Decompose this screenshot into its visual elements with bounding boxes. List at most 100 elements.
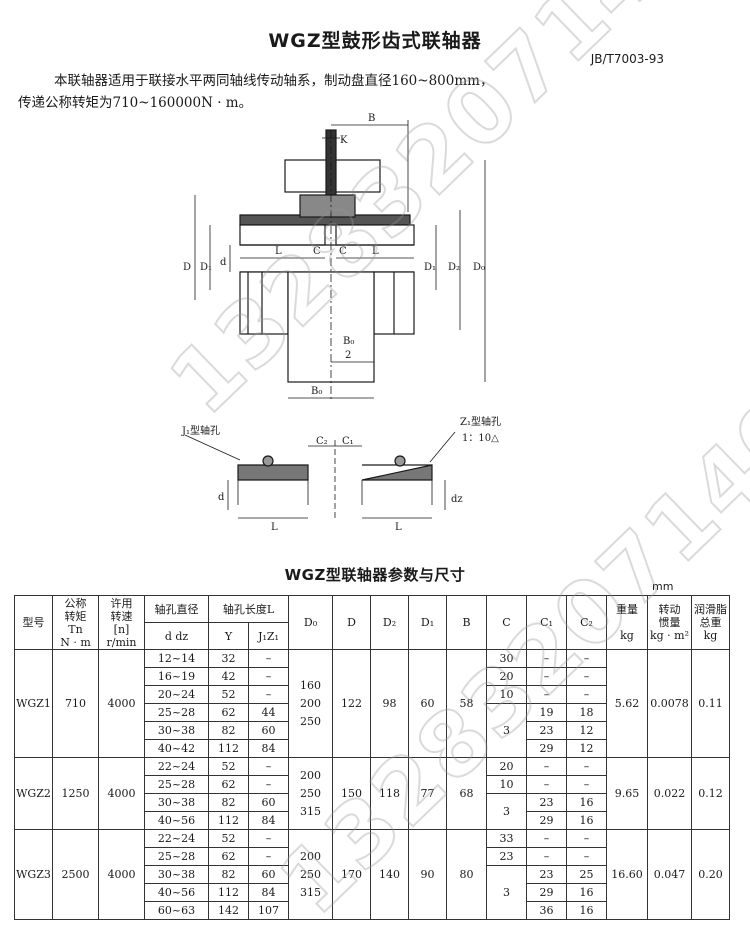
cell-C: 10 — [486, 775, 527, 794]
cell-bore: 20~24 — [144, 685, 209, 704]
cell-B: 58 — [446, 649, 487, 758]
cell-bore: 22~24 — [144, 757, 209, 776]
coupling-drawing: K B L L C C D D₁ d D₁ D₂ D₀ B₀ 2 B₀ J₁型轴… — [181, 113, 501, 533]
cell-J1Z1: 60 — [248, 793, 289, 812]
label-D0: D₀ — [473, 262, 485, 273]
header-D: D — [332, 595, 371, 650]
cell-weight: 9.65 — [606, 757, 648, 830]
cell-J1Z1: 84 — [248, 739, 289, 758]
cell-J1Z1: 60 — [248, 721, 289, 740]
cell-model: WGZ2 — [14, 757, 53, 830]
header-length: 轴孔长度L — [208, 595, 289, 623]
cell-D0-value: 250 — [300, 786, 321, 800]
cell-bore: 16~19 — [144, 667, 209, 686]
cell-D0-value: 250 — [300, 867, 321, 881]
label-C-right: C — [339, 246, 347, 257]
label-K: K — [340, 135, 348, 146]
cell-torque: 710 — [52, 649, 99, 758]
cell-bore: 25~28 — [144, 775, 209, 794]
header-B: B — [446, 595, 487, 650]
cell-J1Z1: – — [248, 685, 289, 704]
cell-C1: – — [526, 829, 567, 848]
cell-grease: 0.11 — [691, 649, 730, 758]
cell-J1Z1: 84 — [248, 883, 289, 902]
intro-line-1: 本联轴器适用于联接水平两同轴线传动轴系，制动盘直径160~800mm， — [54, 73, 494, 89]
cell-J1Z1: – — [248, 667, 289, 686]
cell-speed: 4000 — [98, 649, 145, 758]
cell-J1Z1: 107 — [248, 901, 289, 920]
header-D1: D₁ — [408, 595, 447, 650]
label-D1-left: D₁ — [200, 262, 212, 273]
cell-C2: – — [566, 775, 607, 794]
label-L-lower-right: L — [395, 522, 402, 533]
header-D2: D₂ — [370, 595, 409, 650]
table-title: WGZ型联轴器参数与尺寸 — [284, 566, 466, 584]
cell-bore: 22~24 — [144, 829, 209, 848]
cell-C2: 12 — [566, 739, 607, 758]
cell-J1Z1: – — [248, 775, 289, 794]
cell-C1: – — [526, 775, 567, 794]
cell-D2: 118 — [370, 757, 409, 830]
cell-Y: 62 — [208, 847, 249, 866]
cell-B: 68 — [446, 757, 487, 830]
cell-C: 3 — [486, 865, 527, 920]
cell-Y: 52 — [208, 757, 249, 776]
label-taper: 1：10△ — [462, 433, 499, 444]
cell-C2: 16 — [566, 901, 607, 920]
intro-line-2: 传递公称转矩为710~160000N · m。 — [18, 95, 253, 111]
label-L-left: L — [275, 246, 282, 257]
cell-Y: 112 — [208, 883, 249, 902]
cell-J1Z1: 44 — [248, 703, 289, 722]
label-L-lower-left: L — [271, 522, 278, 533]
cell-J1Z1: – — [248, 649, 289, 668]
header-model: 型号 — [14, 595, 53, 650]
label-dz: dz — [451, 494, 463, 505]
cell-J1Z1: 84 — [248, 811, 289, 830]
cell-C2: – — [566, 829, 607, 848]
cell-torque: 2500 — [52, 829, 99, 920]
cell-bore: 40~56 — [144, 811, 209, 830]
cell-J1Z1: 60 — [248, 865, 289, 884]
cell-Y: 52 — [208, 685, 249, 704]
cell-C2: 12 — [566, 721, 607, 740]
label-D1-right: D₁ — [424, 262, 436, 273]
header-Y: Y — [208, 622, 249, 650]
cell-bore: 40~56 — [144, 883, 209, 902]
cell-C2: 16 — [566, 793, 607, 812]
cell-C1: 23 — [526, 793, 567, 812]
cell-grease: 0.20 — [691, 829, 730, 920]
label-B: B — [368, 113, 375, 124]
label-j1-bore: J₁型轴孔 — [181, 424, 220, 437]
cell-C1: 23 — [526, 865, 567, 884]
cell-bore: 30~38 — [144, 793, 209, 812]
cell-D1: 77 — [408, 757, 447, 830]
cell-Y: 82 — [208, 721, 249, 740]
header-D0: D₀ — [288, 595, 333, 650]
cell-D: 122 — [332, 649, 371, 758]
cell-C: 3 — [486, 793, 527, 830]
cell-C2: 16 — [566, 811, 607, 830]
label-z1-bore: Z₁型轴孔 — [460, 415, 501, 428]
cell-bore: 40~42 — [144, 739, 209, 758]
cell-C2: 18 — [566, 703, 607, 722]
cell-bore: 25~28 — [144, 847, 209, 866]
label-two: 2 — [345, 350, 351, 361]
label-d-lower: d — [218, 492, 225, 503]
label-D: D — [183, 262, 191, 273]
cell-C1: – — [526, 847, 567, 866]
cell-speed: 4000 — [98, 829, 145, 920]
cell-C: 30 — [486, 649, 527, 668]
standard-number: JB/T7003-93 — [590, 52, 664, 66]
